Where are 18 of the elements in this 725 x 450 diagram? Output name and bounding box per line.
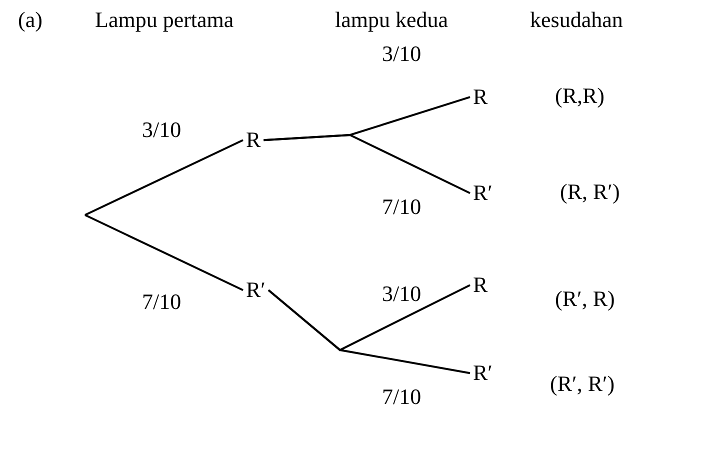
outcome-pair: (R′, R′) [550,372,615,396]
outcome-letter: R′ [243,277,268,304]
column-heading: lampu kedua [335,8,448,32]
outcome-letter: R [470,272,491,298]
outcome-pair: (R,R) [555,84,604,108]
outcome-letter: R [470,84,491,110]
outcome-pair: (R′, R) [555,287,615,312]
branch-line [264,134,470,194]
column-heading: Lampu pertama [95,8,234,32]
outcome-pair: (R, R′) [560,180,620,204]
branch-line [84,139,244,216]
outcome-letter: R′ [470,360,496,386]
outcome-letter: R [243,127,264,154]
column-heading: kesudahan [530,8,623,32]
branch-line [84,214,244,291]
outcome-letter: R′ [470,180,496,206]
part-label: (a) [18,8,42,32]
branch-line [268,289,470,374]
